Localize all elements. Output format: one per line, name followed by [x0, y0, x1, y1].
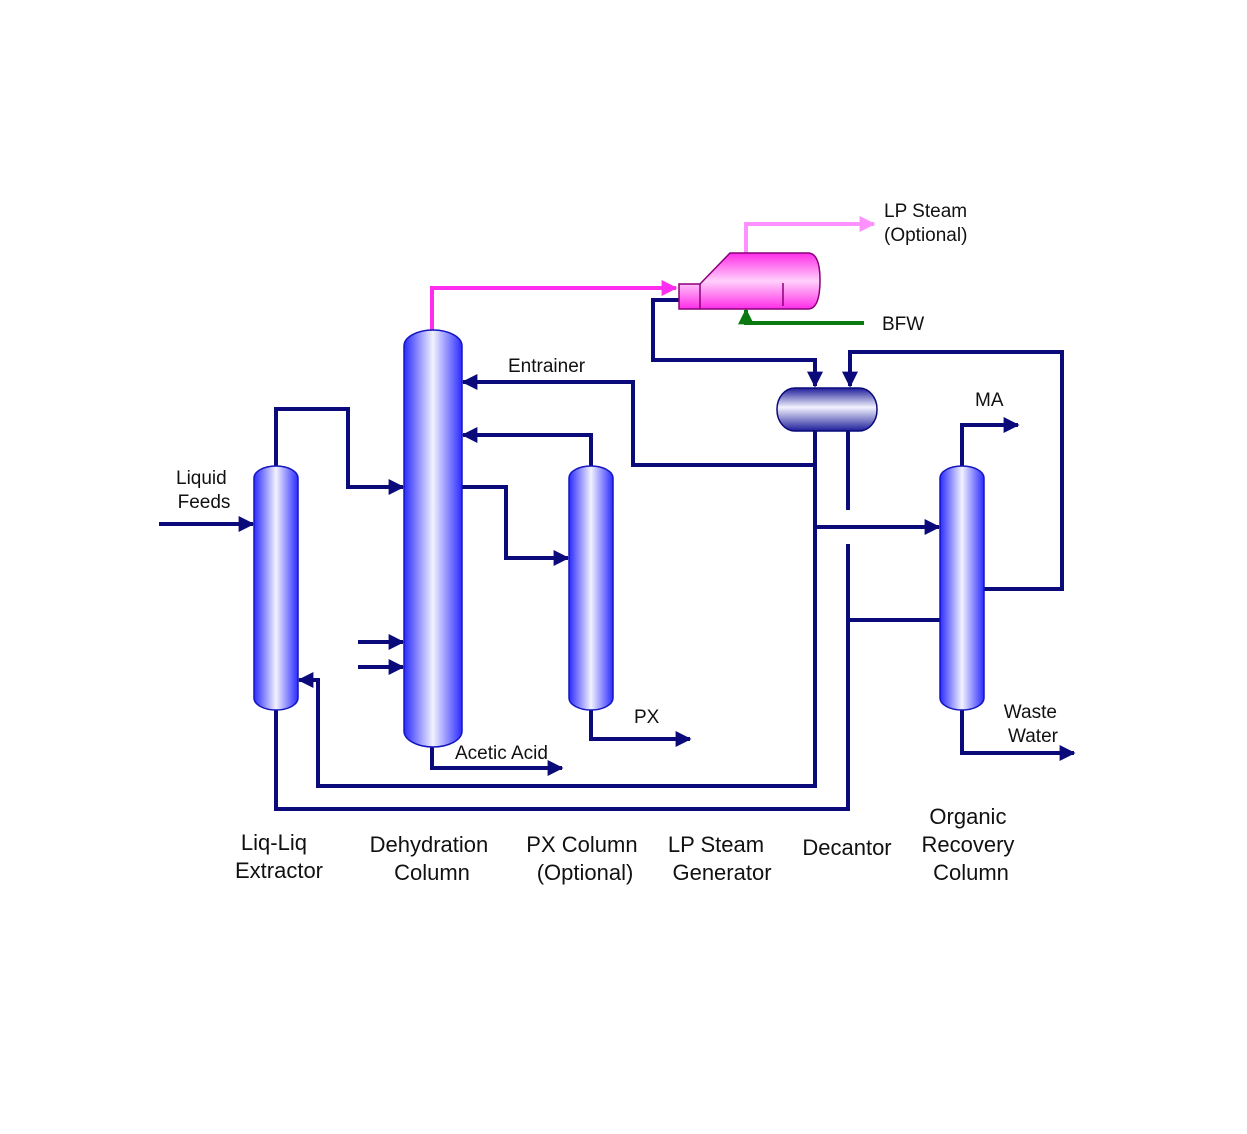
process-lines: [159, 298, 1076, 811]
caption-px-column: PX Column (Optional): [526, 832, 643, 885]
caption-lp-steam-generator: LP Steam Generator: [668, 832, 772, 885]
extractor-bottoms-stream: [274, 544, 850, 811]
liq-liq-extractor-vessel: [253, 465, 299, 711]
lp-steam-outlet-stream: [744, 216, 876, 253]
px-column-vessel: [568, 465, 614, 711]
organic-recovery-overhead-recycle: [842, 350, 1064, 591]
px-stream: [589, 708, 692, 747]
waste-water-stream: [960, 708, 1076, 761]
bfw-label: BFW: [882, 314, 924, 335]
entrainer-label: Entrainer: [508, 356, 586, 377]
decantor-return-to-extractor: [297, 430, 817, 788]
vapor-to-steam-generator: [430, 280, 678, 333]
caption-organic-recovery-column: Organic Recovery Column: [921, 804, 1020, 885]
lp-steam-generator-vessel: [678, 252, 821, 310]
liquid-feeds-label: Liquid Feeds: [176, 468, 232, 513]
decantor-vessel: [776, 387, 878, 432]
acetic-acid-label: Acetic Acid: [455, 743, 548, 764]
dehydration-side-draw: [461, 485, 570, 566]
waste-water-label: Waste Water: [1004, 702, 1062, 747]
entrainer-stream: [461, 374, 815, 467]
caption-dehydration-column: Dehydration Column: [370, 832, 495, 885]
extractor-overhead-stream: [274, 407, 405, 495]
condensate-to-decantor: [651, 298, 823, 388]
caption-liq-liq-extractor: Liq-Liq Extractor: [235, 830, 323, 883]
acetic-acid-stream: [430, 745, 564, 776]
ma-label: MA: [975, 390, 1004, 411]
dehydration-column-vessel: [403, 329, 463, 748]
px-column-overhead-return: [461, 427, 593, 468]
bfw-stream: [738, 308, 864, 325]
px-label: PX: [634, 707, 660, 728]
caption-decantor: Decantor: [802, 835, 891, 860]
ma-stream: [960, 417, 1020, 468]
lp-steam-optional-label: LP Steam (Optional): [884, 201, 972, 246]
organic-recovery-column-vessel: [939, 465, 985, 711]
